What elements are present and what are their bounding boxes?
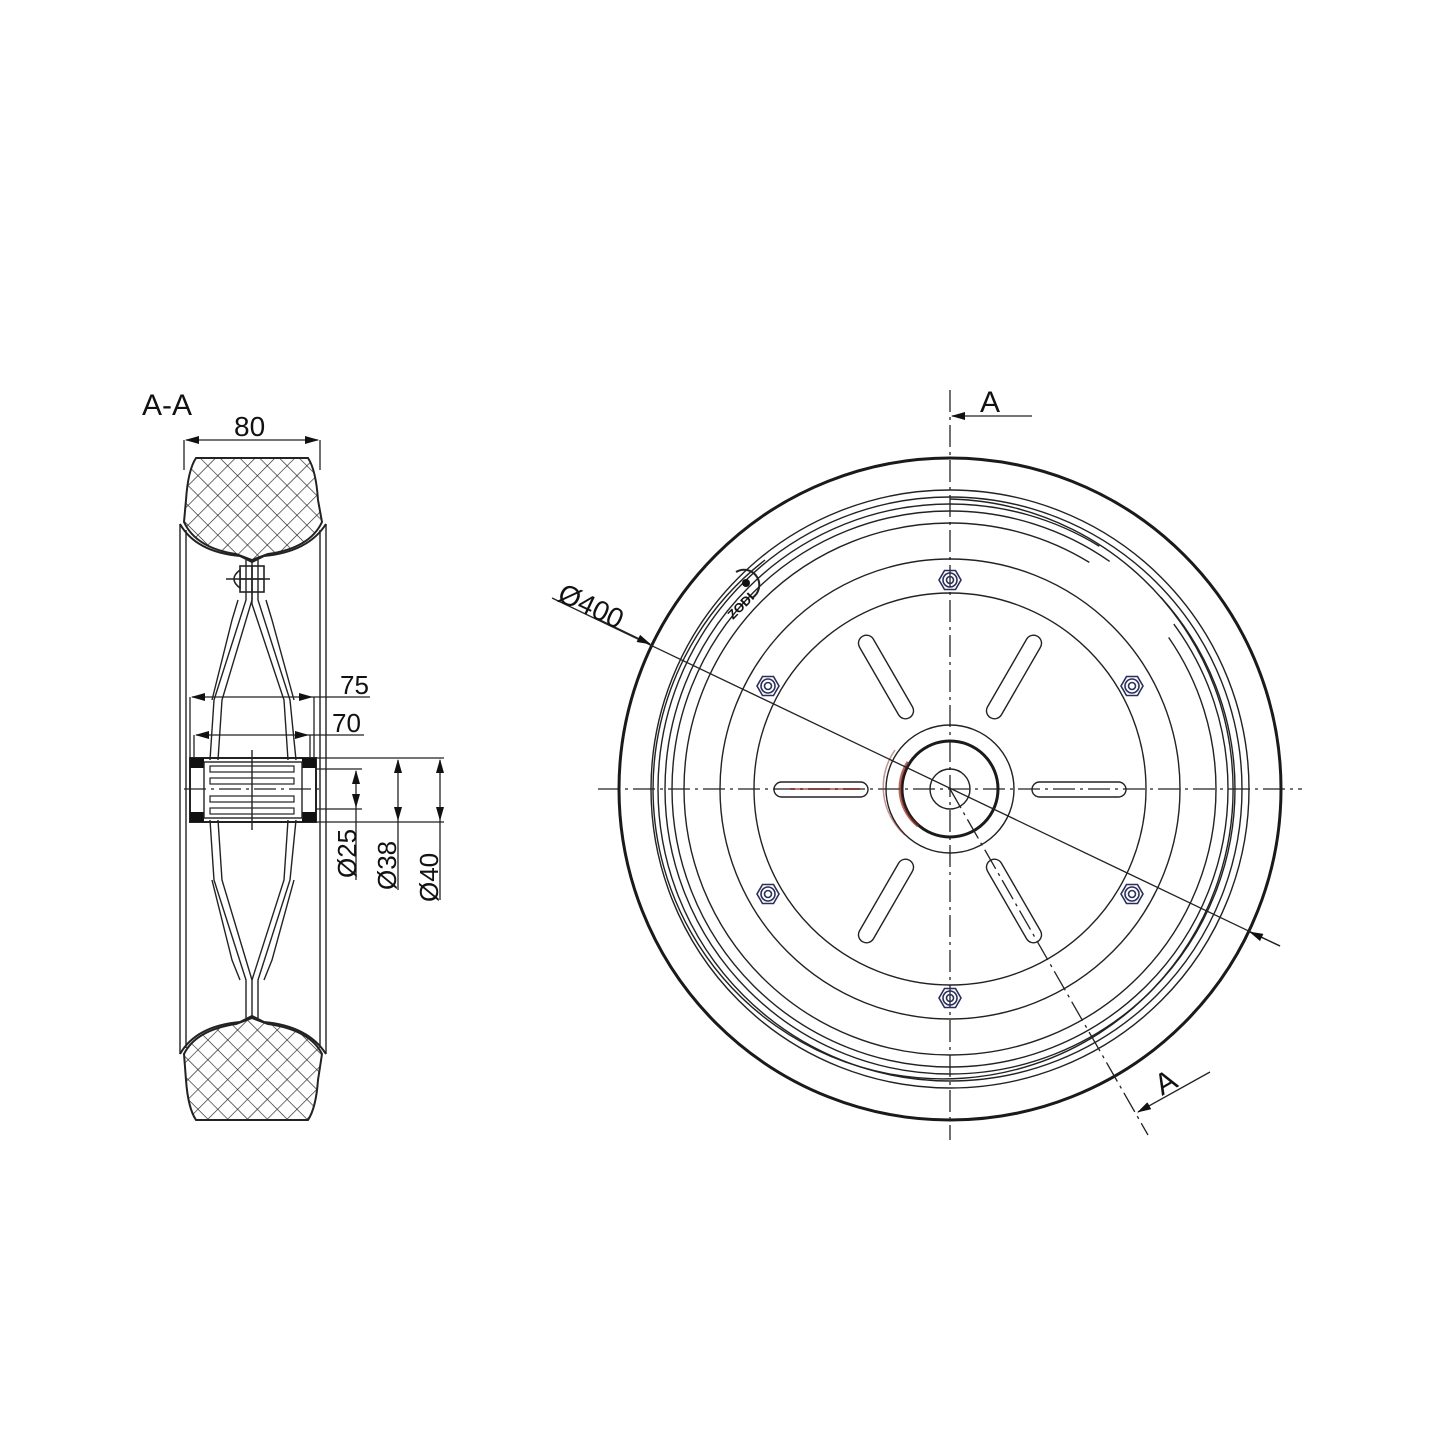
section-marker-bottom-label: A — [1149, 1063, 1183, 1102]
tyre-outer — [617, 456, 1283, 1122]
dim-bearing-label: Ø38 — [372, 841, 402, 890]
hub-front — [882, 724, 1015, 854]
dim-diameters: Ø25 Ø38 Ø40 — [316, 757, 444, 902]
dim-hub-lengths: 75 70 — [189, 670, 370, 758]
front-view: ZODI Ø400 A A — [551, 386, 1302, 1140]
bolt-icon — [1120, 883, 1144, 905]
slot — [985, 858, 1043, 944]
slot — [1031, 781, 1127, 798]
dim-overall-diameter: Ø400 — [551, 577, 1281, 947]
bolt-icon — [1120, 675, 1144, 697]
section-cut-line — [949, 788, 1149, 1136]
spoke-slots — [773, 634, 1127, 944]
hub-section — [184, 750, 322, 830]
disc-plates-lower — [209, 819, 297, 1018]
tyre-top — [179, 457, 327, 564]
rim-sides — [179, 524, 327, 1054]
rim-grooves — [650, 489, 1250, 1089]
bolt-icon — [756, 675, 780, 697]
dim-hub-label: Ø40 — [414, 853, 444, 902]
dim-75-label: 75 — [340, 670, 369, 700]
slot — [773, 781, 869, 798]
slot — [985, 634, 1043, 720]
section-view: A-A 80 — [142, 389, 444, 1121]
dim-70-label: 70 — [332, 708, 361, 738]
dim-bore-label: Ø25 — [332, 829, 362, 878]
slot — [857, 634, 915, 720]
disc-outer — [719, 558, 1181, 1020]
section-title: A-A — [142, 389, 192, 422]
disc-inner — [753, 592, 1147, 986]
dim-width-label: 80 — [234, 411, 265, 442]
tyre-bottom — [179, 1014, 327, 1121]
bolts — [756, 569, 1144, 1009]
section-marker-bottom: A — [1137, 1063, 1211, 1113]
dim-width: 80 — [183, 411, 321, 470]
slot — [857, 858, 915, 944]
disc-plates-upper — [209, 560, 297, 761]
brand-logo: ZODI — [725, 568, 761, 622]
dim-diameter-label: Ø400 — [553, 577, 628, 634]
section-marker-top: A — [951, 386, 1032, 420]
bolt-section — [226, 565, 270, 593]
bolt-icon — [938, 569, 962, 591]
section-marker-top-label: A — [980, 386, 1000, 419]
bolt-icon — [756, 883, 780, 905]
bolt-icon — [938, 987, 962, 1009]
